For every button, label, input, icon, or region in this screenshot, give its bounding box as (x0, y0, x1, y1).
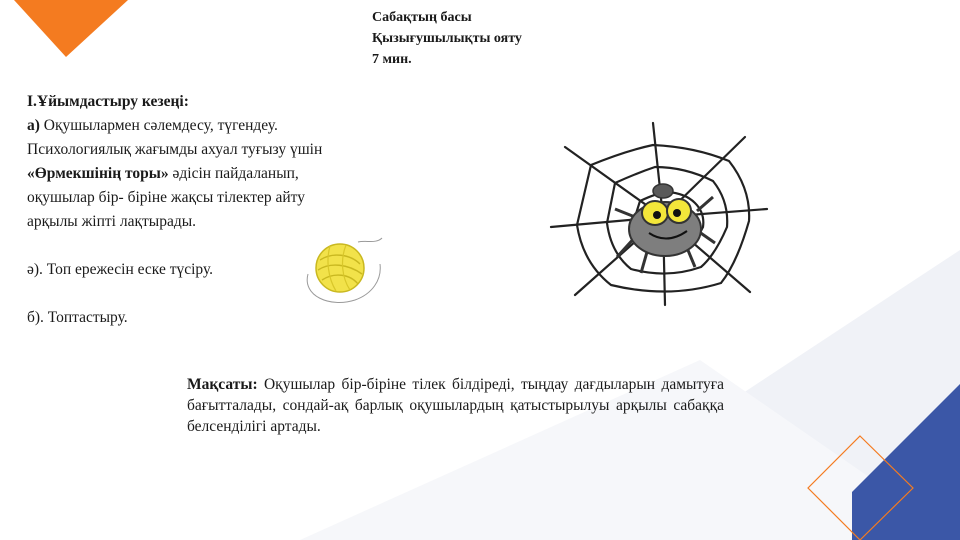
item-a-label: а) (27, 117, 40, 134)
yarn-ball-icon (306, 237, 383, 303)
method-name: «Өрмекшінің торы» (27, 165, 169, 182)
blue-triangle (852, 384, 960, 540)
goal-paragraph: Мақсаты: Оқушылар бір-біріне тілек білді… (187, 374, 724, 437)
orange-triangle (14, 0, 128, 57)
item-b: ә). Топ ережесін еске түсіру. (27, 261, 214, 278)
goal-text: Оқушылар бір-біріне тілек білдіреді, тың… (187, 376, 724, 435)
stage-line-5: арқылы жіпті лақтырады. (27, 213, 197, 230)
goal-label: Мақсаты: (187, 376, 258, 393)
header-line-1: Сабақтың басы (372, 10, 472, 25)
stage-line-3: әдісін пайдаланып, (168, 165, 299, 182)
orange-diamond-outline (807, 435, 914, 540)
stage-title: І.Ұйымдастыру кезеңі: (27, 93, 189, 110)
header-line-3: 7 мин. (372, 52, 412, 67)
item-c: б). Топтастыру. (27, 309, 128, 326)
stage-line-2: Психологиялық жағымды ахуал туғызу үшін (27, 141, 323, 158)
stage-line-4: оқушылар бір- біріне жақсы тілектер айту (27, 189, 305, 206)
spider-web-icon (545, 117, 774, 309)
spider-figure (614, 183, 716, 274)
lesson-header: Сабақтың басы Қызығушылықты ояту 7 мин. (372, 7, 522, 70)
background-gray-shape-2 (300, 360, 960, 540)
header-line-2: Қызығушылықты ояту (372, 31, 522, 46)
item-a-text: Оқушылармен сәлемдесу, түгендеу. (39, 117, 278, 134)
organization-stage: І.Ұйымдастыру кезеңі: а) Оқушылармен сәл… (27, 90, 427, 330)
